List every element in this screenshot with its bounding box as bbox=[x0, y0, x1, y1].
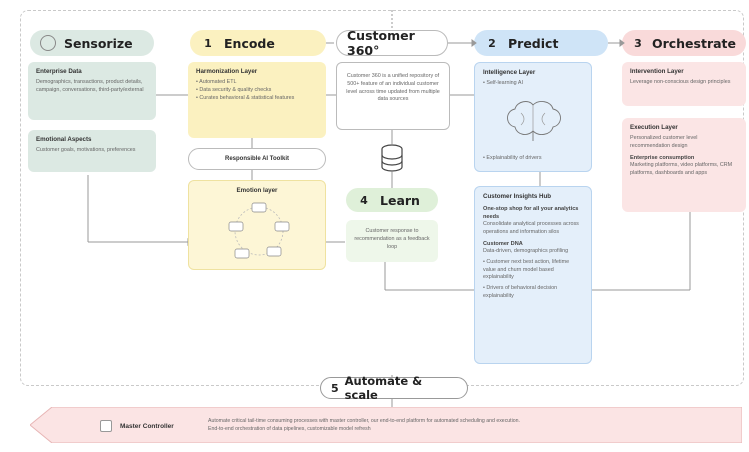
stage-learn-num: 4 bbox=[360, 193, 368, 207]
sensorize-circle-icon bbox=[40, 35, 56, 51]
stage-customer360-label: Customer 360° bbox=[347, 28, 415, 58]
stage-orchestrate-label: Orchestrate bbox=[651, 35, 736, 51]
stage-predict-num: 2 bbox=[488, 36, 496, 50]
enterprise-data-body: Demographics, transactions, product deta… bbox=[36, 78, 144, 93]
insights-title: Customer Insights Hub bbox=[483, 193, 552, 200]
card-learn: Customer response to recommendation as a… bbox=[346, 220, 438, 262]
card-enterprise-data: Enterprise Data Demographics, transactio… bbox=[28, 62, 156, 120]
stage-automate-num: 5 bbox=[331, 381, 339, 395]
stage-orchestrate-num: 3 bbox=[634, 36, 642, 50]
card-customer360: Customer 360 is a unified repository of … bbox=[336, 62, 450, 130]
card-execution: Execution Layer Personalized customer le… bbox=[622, 118, 746, 212]
emotion-node-top bbox=[251, 202, 267, 213]
insights-sub2: Customer DNA bbox=[483, 240, 523, 247]
master-controller-body2: End-to-end orchestration of data pipelin… bbox=[208, 426, 371, 432]
master-controller-arrow bbox=[30, 407, 742, 443]
stage-sensorize[interactable]: Sensorize bbox=[30, 30, 154, 56]
master-controller-arrow-shape bbox=[30, 407, 742, 443]
enterprise-data-title: Enterprise Data bbox=[36, 68, 82, 75]
learn-body: Customer response to recommendation as a… bbox=[354, 228, 430, 250]
emotion-node-bottom-right bbox=[266, 246, 282, 257]
master-controller-icon bbox=[100, 420, 112, 432]
card-emotional-aspects: Emotional Aspects Customer goals, motiva… bbox=[28, 130, 156, 172]
emotion-node-bottom-left bbox=[234, 248, 250, 259]
emotion-layer-title: Emotion layer bbox=[236, 187, 278, 194]
intelligence-bullet-1: • Self-learning AI bbox=[483, 79, 523, 86]
emotion-node-left bbox=[228, 221, 244, 232]
database-icon bbox=[381, 144, 403, 172]
intervention-body: Leverage non-conscious design principles bbox=[630, 78, 731, 85]
card-intervention: Intervention Layer Leverage non-consciou… bbox=[622, 62, 746, 106]
emotion-node-right bbox=[274, 221, 290, 232]
execution-title: Execution Layer bbox=[630, 124, 678, 131]
stage-automate[interactable]: 5 Automate & scale bbox=[320, 374, 468, 402]
intelligence-bullet-2: • Explainability of drivers bbox=[483, 155, 542, 162]
stage-automate-label: Automate & scale bbox=[344, 374, 423, 402]
stage-encode-label: Encode bbox=[224, 35, 275, 51]
harmonization-bullet-2: • Data security & quality checks bbox=[196, 86, 272, 93]
insights-sub1: One-stop shop for all your analytics nee… bbox=[483, 205, 579, 221]
card-intelligence: Intelligence Layer • Self-learning AI • … bbox=[474, 62, 592, 172]
responsible-ai-toolkit[interactable]: Responsible AI Toolkit bbox=[188, 148, 326, 170]
stage-customer360[interactable]: Customer 360° bbox=[336, 28, 448, 58]
master-controller-body1: Automate critical tail-time consuming pr… bbox=[208, 418, 520, 425]
harmonization-bullet-1: • Automated ETL bbox=[196, 78, 237, 85]
execution-body2: Marketing platforms, video platforms, CR… bbox=[630, 161, 733, 176]
card-emotion-layer: Emotion layer bbox=[188, 180, 326, 270]
stage-learn[interactable]: 4 Learn bbox=[346, 188, 438, 212]
insights-body1: Consolidate analytical processes across … bbox=[483, 221, 579, 236]
master-controller-row: Master Controller Automate critical tail… bbox=[100, 413, 720, 439]
master-controller-text: Automate critical tail-time consuming pr… bbox=[208, 418, 520, 434]
stage-encode[interactable]: 1 Encode bbox=[190, 30, 326, 56]
customer360-body: Customer 360 is a unified repository of … bbox=[346, 73, 440, 103]
insights-body4: • Drivers of behavioral decision explain… bbox=[483, 285, 558, 300]
card-insights-hub: Customer Insights Hub One-stop shop for … bbox=[474, 186, 592, 364]
brain-icon bbox=[507, 101, 561, 141]
stage-sensorize-label: Sensorize bbox=[64, 35, 133, 51]
master-controller-label: Master Controller bbox=[120, 422, 174, 430]
harmonization-title: Harmonization Layer bbox=[196, 68, 258, 75]
insights-body3: • Customer next best action, lifetime va… bbox=[483, 258, 570, 281]
intelligence-title: Intelligence Layer bbox=[483, 69, 536, 76]
emotion-cycle-diagram bbox=[228, 202, 290, 259]
intervention-title: Intervention Layer bbox=[630, 68, 684, 75]
stage-learn-label: Learn bbox=[380, 192, 420, 208]
emotional-aspects-title: Emotional Aspects bbox=[36, 136, 92, 143]
stage-orchestrate[interactable]: 3 Orchestrate bbox=[622, 30, 746, 56]
stage-predict-label: Predict bbox=[508, 35, 559, 51]
emotional-aspects-body: Customer goals, motivations, preferences bbox=[36, 146, 136, 153]
stage-predict[interactable]: 2 Predict bbox=[474, 30, 608, 56]
execution-body: Personalized customer level recommendati… bbox=[630, 134, 698, 149]
stage-encode-num: 1 bbox=[204, 36, 212, 50]
insights-body2: Data-driven, demographics profiling bbox=[483, 247, 569, 254]
harmonization-bullet-3: • Curates behavioral & statistical featu… bbox=[196, 94, 295, 101]
card-harmonization: Harmonization Layer • Automated ETL • Da… bbox=[188, 62, 326, 138]
toolkit-label: Responsible AI Toolkit bbox=[224, 155, 289, 162]
execution-sub: Enterprise consumption bbox=[630, 154, 695, 161]
